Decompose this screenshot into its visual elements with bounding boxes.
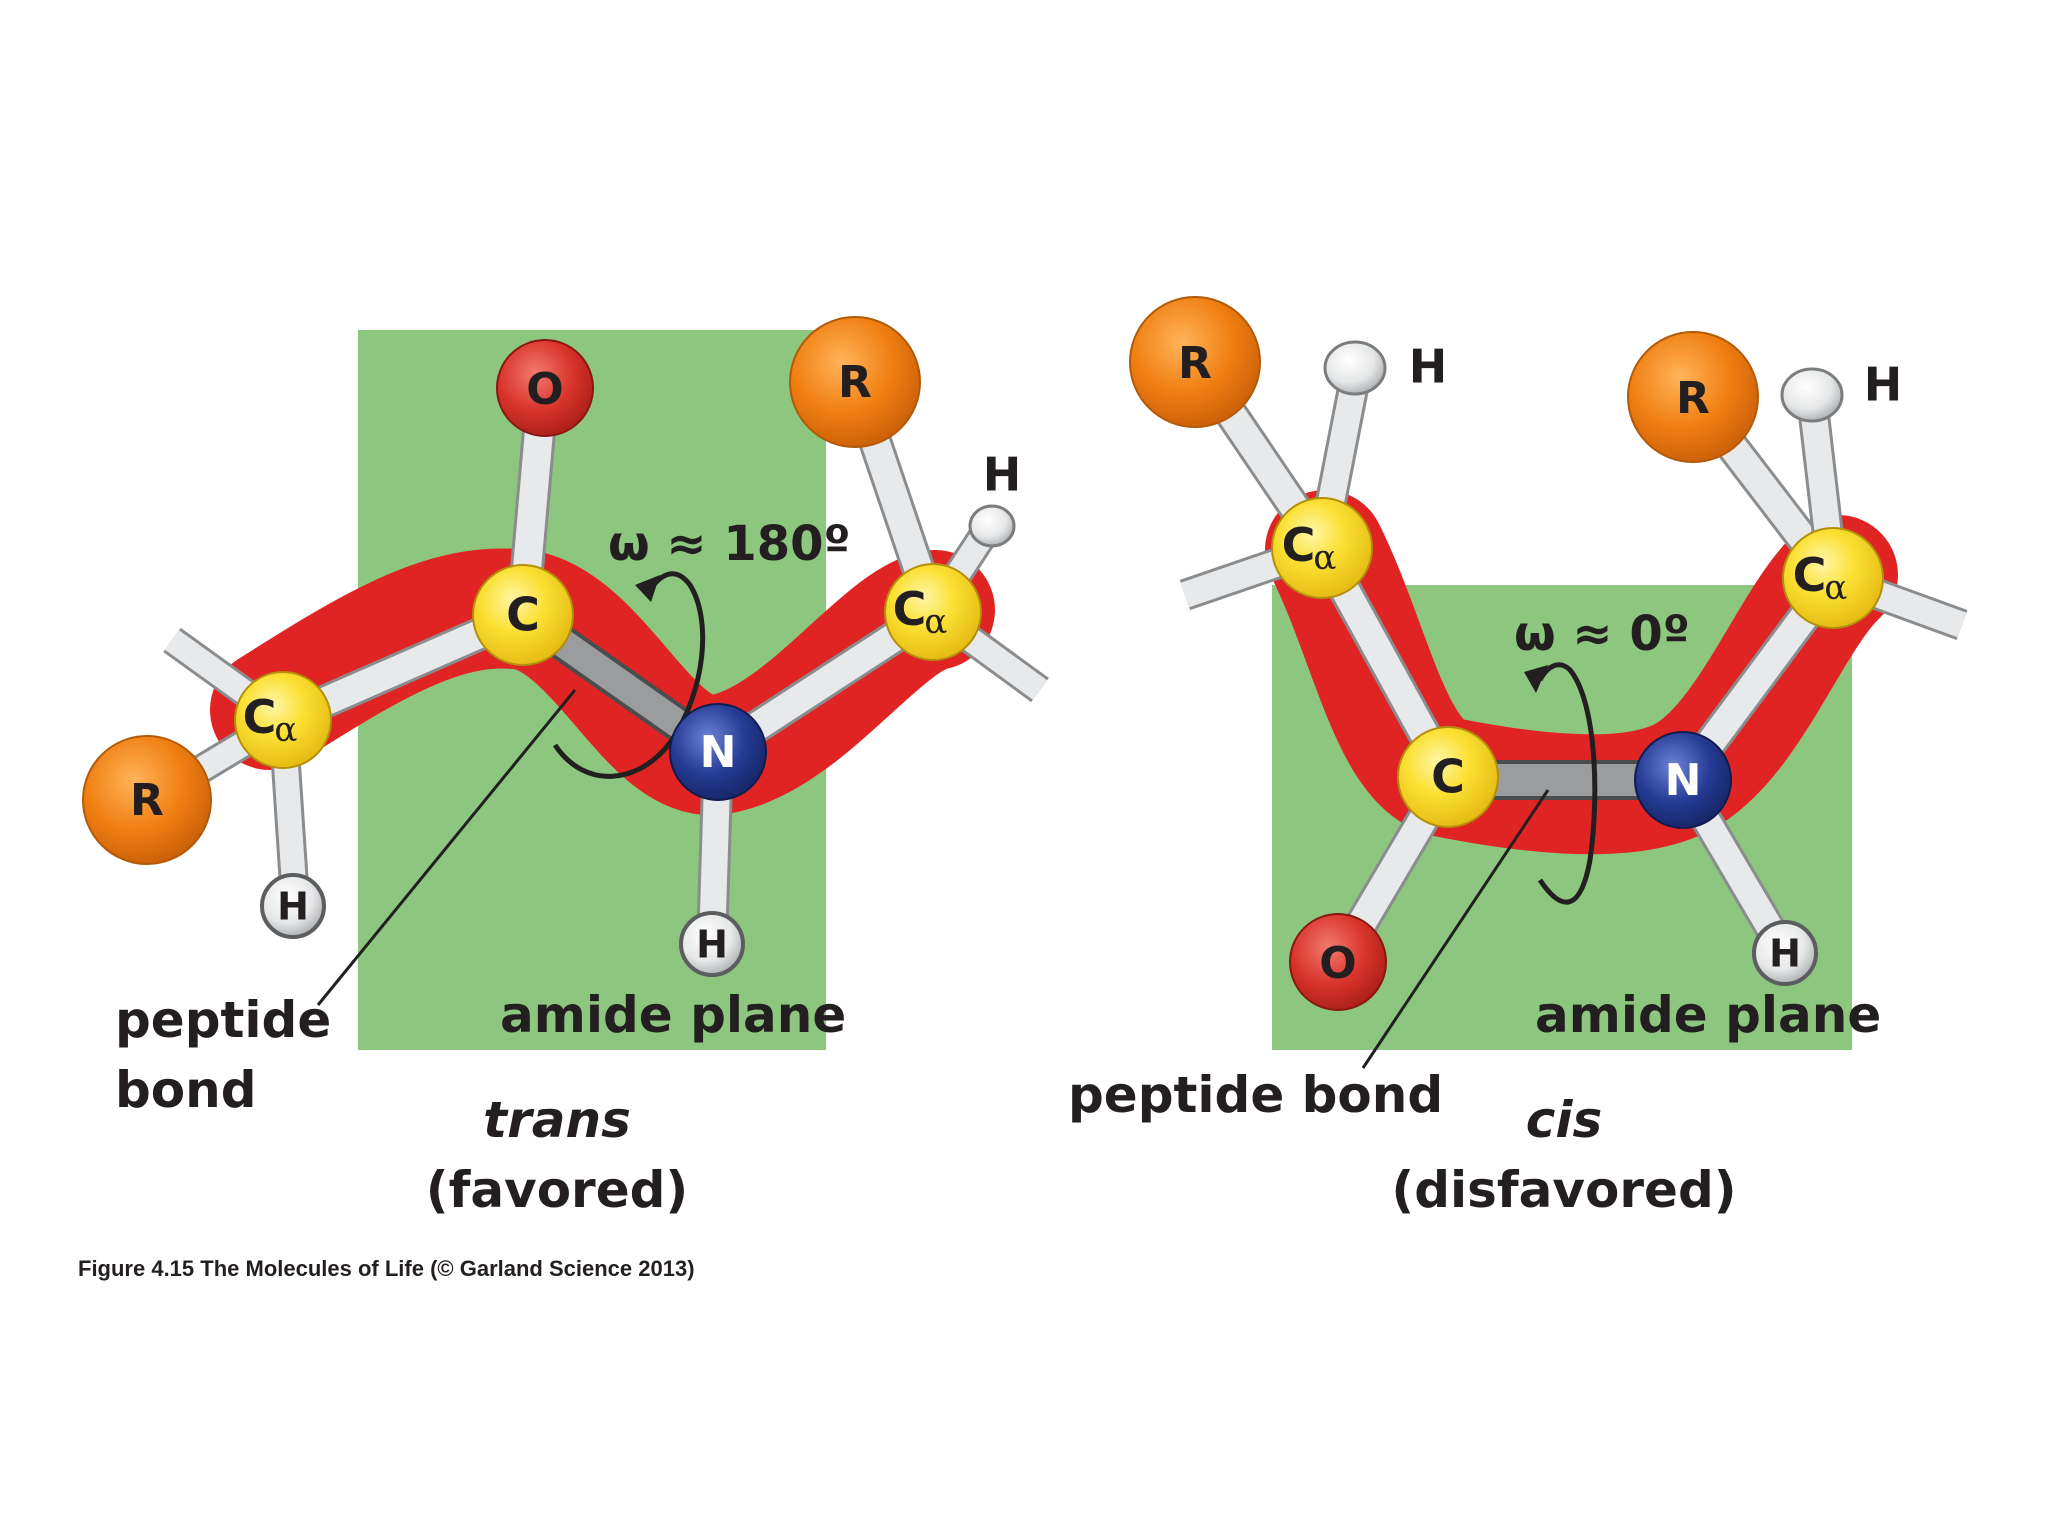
svg-text:O: O: [526, 364, 563, 415]
svg-text:H: H: [696, 923, 728, 967]
cis-rotation-arrow: [1537, 662, 1598, 905]
cis-atom-ca-left: Cα: [1271, 497, 1373, 599]
svg-text:N: N: [1665, 755, 1702, 806]
cis-atom-r-left: R: [1129, 296, 1261, 428]
trans-atom-ca-left: Cα: [234, 671, 332, 769]
trans-rotation-arrow: [552, 571, 706, 779]
cis-atom-h-n: H: [1752, 920, 1818, 986]
trans-h-right-label: H: [983, 448, 1022, 502]
cis-isomer-name: cis: [1526, 1091, 1603, 1149]
cis-isomer-status: (disfavored): [1391, 1161, 1736, 1219]
svg-text:O: O: [1319, 938, 1356, 989]
svg-text:R: R: [130, 775, 164, 826]
trans-atom-h-left: H: [260, 873, 326, 939]
svg-text:N: N: [700, 727, 737, 778]
trans-rotation-arrowhead: [635, 575, 660, 602]
cis-peptide-bond-label: peptide bond: [1068, 1066, 1443, 1124]
trans-amide-plane-label: amide plane: [500, 986, 846, 1044]
svg-text:C: C: [506, 588, 540, 642]
trans-atom-r-right: R: [789, 316, 921, 448]
svg-text:C: C: [1431, 750, 1465, 804]
trans-peptide-bond-leader: [316, 689, 577, 1006]
trans-peptide-bond-label-line1: peptide: [115, 991, 331, 1049]
svg-text:R: R: [1676, 373, 1710, 424]
trans-atom-o: O: [496, 339, 594, 437]
svg-text:Cα: Cα: [1282, 518, 1337, 579]
cis-h-right-label: H: [1864, 358, 1903, 412]
cis-peptide-bond-leader: [1361, 789, 1550, 1069]
trans-omega-label: ω ≈ 180º: [608, 516, 851, 572]
trans-atom-h-n: H: [679, 911, 745, 977]
cis-omega-label: ω ≈ 0º: [1514, 606, 1690, 662]
cis-atom-h-right: [1780, 367, 1844, 423]
cis-atom-h-left: [1323, 340, 1387, 396]
cis-amide-plane-label: amide plane: [1535, 986, 1881, 1044]
trans-isomer: Cα R H C O N H Cα: [82, 316, 1049, 1219]
trans-atom-n: N: [669, 703, 767, 801]
figure-caption: Figure 4.15 The Molecules of Life (© Gar…: [78, 1256, 695, 1281]
svg-text:Cα: Cα: [1793, 548, 1848, 609]
trans-isomer-name: trans: [483, 1091, 631, 1149]
trans-atom-r-left: R: [82, 735, 212, 865]
svg-text:Cα: Cα: [893, 582, 948, 643]
cis-atom-c: C: [1397, 726, 1499, 828]
trans-peptide-bond-label-line2: bond: [115, 1061, 257, 1119]
trans-atom-ca-right: Cα: [884, 563, 982, 661]
cis-atom-r-right: R: [1627, 331, 1759, 463]
svg-text:H: H: [277, 885, 309, 929]
cis-h-left-label: H: [1409, 340, 1448, 394]
cis-isomer: R H Cα C O N H: [1068, 296, 1968, 1219]
trans-isomer-status: (favored): [426, 1161, 689, 1219]
trans-atom-h-right: [968, 504, 1016, 548]
svg-text:R: R: [838, 357, 872, 408]
cis-atom-ca-right: Cα: [1782, 527, 1884, 629]
svg-text:R: R: [1178, 338, 1212, 389]
cis-rotation-arrowhead: [1524, 665, 1548, 693]
cis-atom-n: N: [1634, 731, 1732, 829]
svg-text:H: H: [1769, 932, 1801, 976]
svg-text:Cα: Cα: [243, 690, 298, 751]
trans-atom-c: C: [472, 564, 574, 666]
cis-atom-o: O: [1289, 913, 1387, 1011]
